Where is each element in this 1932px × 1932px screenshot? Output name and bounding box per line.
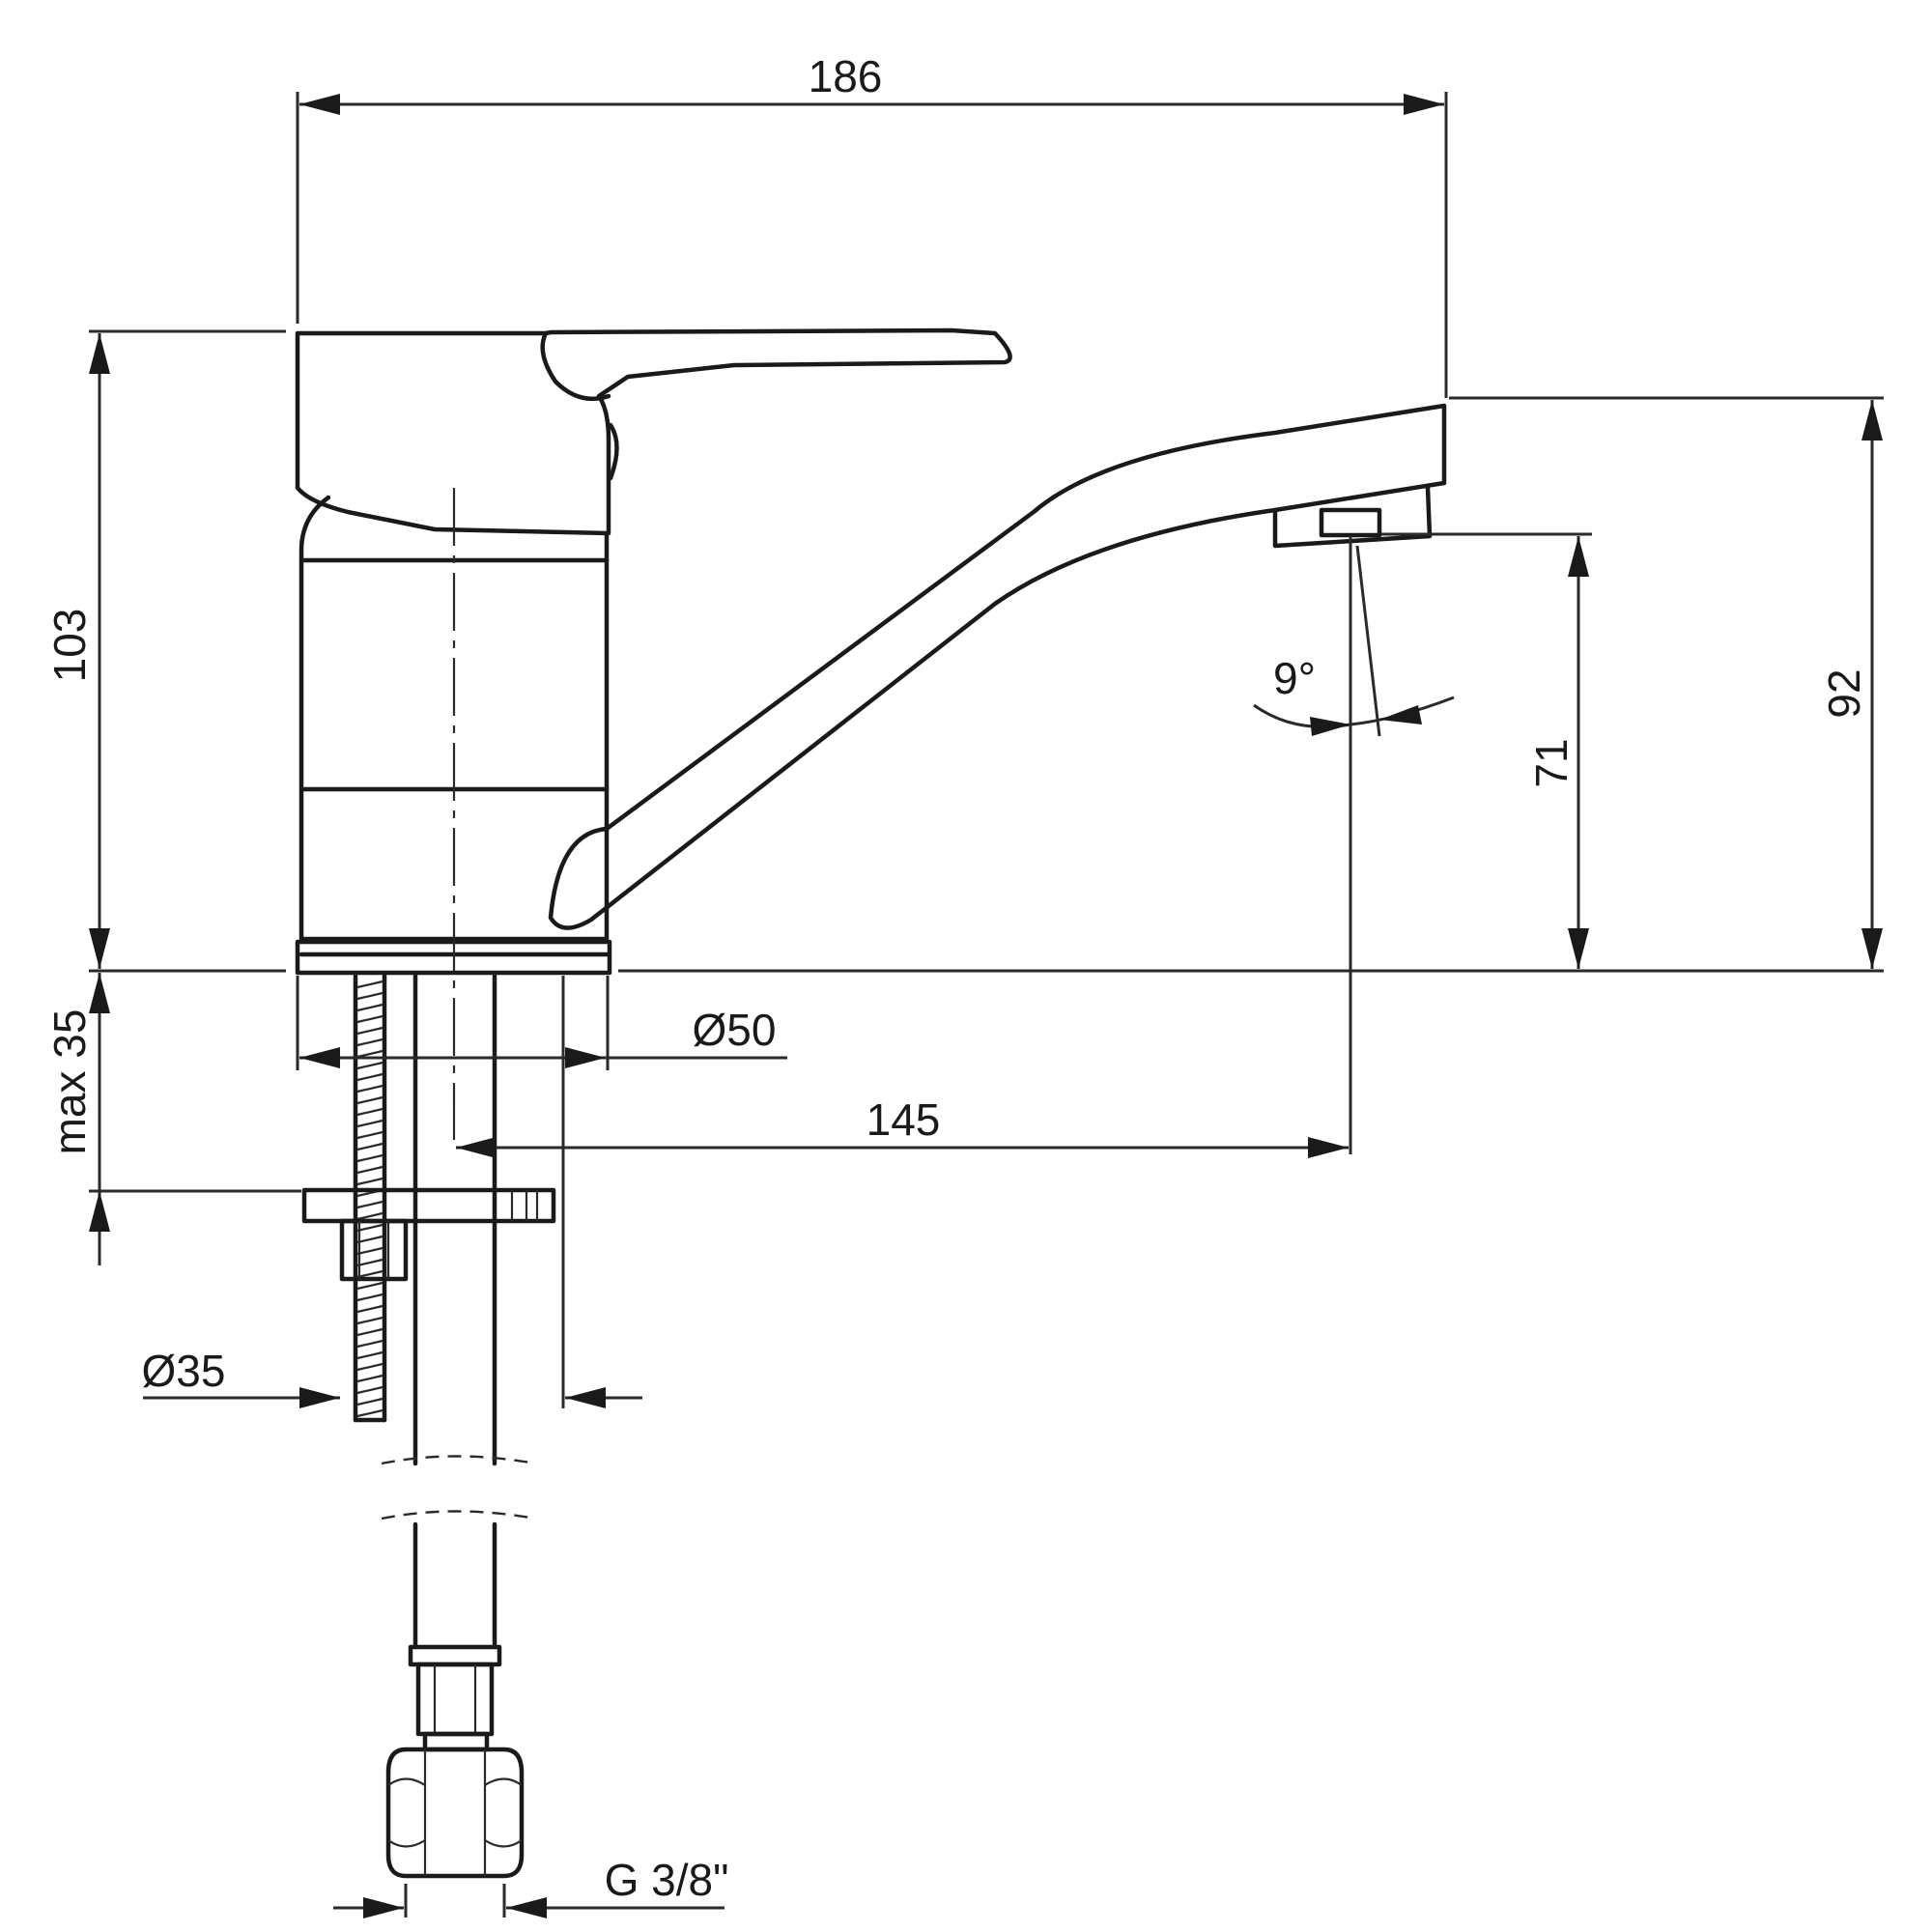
mounting-hardware <box>301 973 556 1879</box>
body-cylinder <box>298 495 610 942</box>
threaded-stud <box>353 973 387 1423</box>
label-connection-thread: G 3/8" <box>605 1855 729 1905</box>
label-overall-length: 186 <box>809 51 883 101</box>
dim-connection-thread: G 3/8" <box>333 1855 728 1918</box>
label-spout-angle: 9° <box>1273 653 1316 703</box>
break-line-top <box>381 1455 537 1465</box>
dim-spout-reach: 145 <box>456 1094 1349 1158</box>
dim-max-thickness: max 35 <box>44 973 301 1265</box>
label-outlet-clearance: 71 <box>1526 738 1577 787</box>
label-spout-height: 92 <box>1819 668 1869 718</box>
label-spout-reach: 145 <box>867 1094 941 1145</box>
fixing-nut <box>339 1218 409 1282</box>
lever-handle <box>295 327 1012 536</box>
dim-spout-angle: 9° <box>1253 536 1455 1154</box>
dim-overall-length: 186 <box>296 51 1448 398</box>
label-base-diameter: Ø50 <box>693 1005 777 1055</box>
mounting-plate <box>301 1187 556 1224</box>
aerator <box>1272 485 1433 549</box>
faucet-body <box>295 327 1012 976</box>
dim-hole-diameter: Ø35 <box>142 976 642 1408</box>
dim-base-diameter: Ø50 <box>296 976 787 1070</box>
lever-pivot <box>608 422 619 481</box>
label-total-height: 103 <box>44 609 95 683</box>
label-max-thickness: max 35 <box>44 1009 95 1155</box>
dim-total-height: 103 <box>44 329 286 969</box>
label-hole-diameter: Ø35 <box>142 1346 226 1396</box>
spout <box>548 403 1447 930</box>
dim-spout-height: 92 <box>1449 396 1884 969</box>
hose-connector <box>385 1644 525 1879</box>
lever-grip <box>540 330 611 402</box>
break-line-bottom <box>381 1510 537 1520</box>
dim-outlet-clearance: 71 <box>1381 532 1592 969</box>
